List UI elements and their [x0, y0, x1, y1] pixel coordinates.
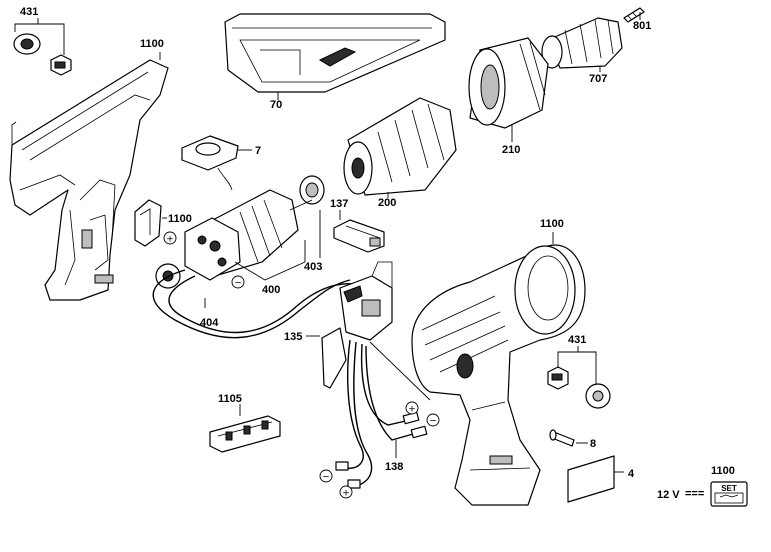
- label-138: 138: [385, 461, 403, 473]
- label-210: 210: [502, 144, 520, 156]
- label-4: 4: [628, 468, 635, 480]
- label-7: 7: [255, 145, 261, 157]
- label-1100-set: 1100: [711, 465, 735, 477]
- label-431-right: 431: [568, 334, 586, 346]
- label-8: 8: [590, 438, 596, 450]
- polarity-plus-motor: +: [163, 231, 177, 245]
- label-403: 403: [304, 261, 322, 273]
- motor-wire-loop: [152, 269, 351, 339]
- switch-135: [306, 261, 393, 389]
- switch-cap-7: [181, 135, 252, 191]
- label-plate-4: [567, 455, 624, 503]
- svg-text:−: −: [322, 473, 330, 483]
- set-label: SET: [721, 484, 737, 493]
- label-404: 404: [200, 317, 219, 329]
- label-431-top: 431: [20, 6, 38, 18]
- svg-text:+: +: [408, 405, 416, 415]
- label-137: 137: [330, 198, 348, 210]
- label-400: 400: [262, 284, 280, 296]
- svg-text:+: +: [166, 235, 174, 245]
- leaders-motor: [204, 210, 321, 308]
- motor-400: [184, 189, 313, 281]
- switch-bracket-1100: [134, 199, 167, 247]
- label-135: 135: [284, 331, 302, 343]
- ring-403: [299, 175, 325, 205]
- label-1100-top: 1100: [140, 38, 164, 50]
- housing-half-left: [9, 52, 169, 301]
- bushing-431-top: [13, 18, 72, 76]
- polarity-minus-terminal-bottom: −: [319, 469, 333, 483]
- motor-wire-loop-2: [168, 275, 356, 334]
- label-70: 70: [270, 99, 282, 111]
- gearbox-200: [343, 97, 457, 198]
- bushing-431-right: [547, 346, 611, 409]
- terminal-wires-138: [335, 339, 431, 489]
- battery-set-icon: [710, 481, 748, 507]
- screw-8: [549, 429, 588, 447]
- carry-case-70: [224, 13, 446, 100]
- switch-lever-137: [333, 210, 385, 253]
- housing-half-right: [411, 232, 586, 506]
- collar-210: [468, 37, 549, 142]
- chuck-707: [541, 17, 623, 72]
- label-707: 707: [589, 73, 607, 85]
- svg-text:−: −: [234, 279, 242, 289]
- dc-symbol: ===: [685, 488, 704, 500]
- polarity-minus-motor: −: [231, 275, 245, 289]
- label-801: 801: [633, 20, 651, 32]
- svg-text:−: −: [429, 417, 437, 427]
- label-1100-switch: 1100: [168, 213, 192, 225]
- label-1100-right: 1100: [540, 218, 564, 230]
- polarity-minus-terminal-top: −: [426, 413, 440, 427]
- connector-1105: [209, 404, 281, 453]
- screw-801: [623, 7, 645, 23]
- svg-text:+: +: [342, 489, 350, 499]
- polarity-plus-terminal-top: +: [405, 401, 419, 415]
- polarity-plus-terminal-bottom: +: [339, 485, 353, 499]
- label-200: 200: [378, 197, 396, 209]
- voltage-label: 12 V: [657, 489, 680, 501]
- label-1105: 1105: [218, 393, 242, 405]
